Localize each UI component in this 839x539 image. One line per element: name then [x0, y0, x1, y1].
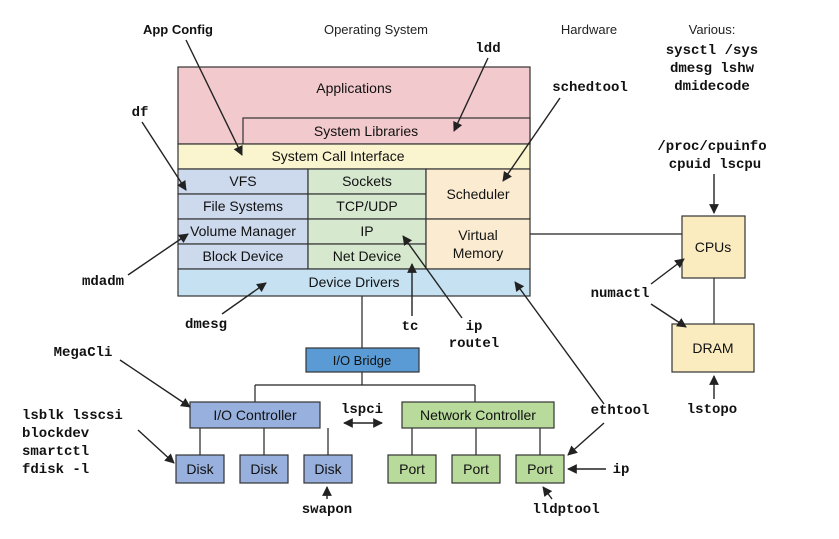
- volume-manager-label: Volume Manager: [190, 223, 296, 239]
- dmesg-label: dmesg: [185, 317, 227, 333]
- dram-label: DRAM: [692, 340, 733, 356]
- various-tools-line-1: sysctl /sys: [666, 43, 758, 59]
- ethtool-label: ethtool: [591, 403, 650, 419]
- swapon-label: swapon: [302, 502, 352, 518]
- port-2-label: Port: [463, 461, 489, 477]
- net-device-label: Net Device: [333, 248, 402, 264]
- port-3-box: [515, 454, 565, 484]
- routel-label: routel: [449, 336, 499, 352]
- io-controller-box: [189, 401, 321, 429]
- disk-1-label: Disk: [186, 461, 214, 477]
- virtual-memory-box: [425, 218, 531, 270]
- tc-label: tc: [402, 319, 419, 335]
- smartctl-label: smartctl: [22, 444, 89, 460]
- schedtool-label: schedtool: [552, 80, 628, 96]
- tcp-udp-label: TCP/UDP: [336, 198, 397, 214]
- disk-3-box: [303, 454, 353, 484]
- megacli-arrow: [119, 359, 191, 408]
- network-controller-label: Network Controller: [420, 407, 536, 423]
- ethtool-vm-arrow: [514, 281, 605, 405]
- dmesg-arrow: [221, 282, 267, 315]
- block-device-box: [177, 243, 309, 270]
- virtual-memory-label-1: Virtual: [458, 227, 497, 243]
- ldd-label: ldd: [475, 41, 500, 57]
- numactl-arrow: [650, 258, 685, 285]
- fdisk-label: fdisk -l: [22, 462, 89, 478]
- cpuid-lscpu-label: cpuid lscpu: [669, 157, 761, 173]
- lldptool-arrow: [542, 486, 553, 500]
- sockets-label: Sockets: [342, 173, 392, 189]
- lldptool-label: lldptool: [532, 502, 599, 518]
- file-systems-label: File Systems: [203, 198, 283, 214]
- scheduler-label: Scheduler: [446, 186, 509, 202]
- various-tools-line-3: dmidecode: [674, 79, 750, 95]
- dram-box: [671, 323, 755, 373]
- numactl-dram-arrow: [650, 303, 687, 328]
- device-drivers-box: [177, 268, 531, 297]
- system-libraries-label: System Libraries: [314, 123, 418, 139]
- df-arrow: [141, 121, 187, 191]
- device-drivers-label: Device Drivers: [308, 274, 399, 290]
- disk-1-box: [175, 454, 225, 484]
- blockdev-label: blockdev: [22, 426, 90, 442]
- mdadm-arrow: [127, 233, 189, 276]
- io-bridge-label: I/O Bridge: [333, 353, 392, 368]
- file-systems-box: [177, 193, 309, 220]
- vfs-label: VFS: [229, 173, 256, 189]
- block-device-label: Block Device: [203, 248, 284, 264]
- virtual-memory-label-2: Memory: [453, 245, 504, 261]
- lstopo-label: lstopo: [687, 402, 737, 418]
- megacli-label: MegaCli: [54, 345, 113, 361]
- ip-label: IP: [360, 223, 373, 239]
- io-controller-label: I/O Controller: [213, 407, 297, 423]
- ip-net-arrow: [402, 235, 463, 319]
- various-tools-line-2: dmesg lshw: [670, 61, 755, 77]
- port-3-label: Port: [527, 461, 553, 477]
- ldd-arrow: [453, 57, 489, 132]
- df-label: df: [132, 105, 149, 121]
- app-config-arrow: [185, 39, 243, 156]
- lsblk-arrow: [137, 429, 175, 464]
- ethtool-arrow: [567, 422, 605, 456]
- hardware-header: Hardware: [561, 22, 617, 37]
- disk-2-box: [239, 454, 289, 484]
- port-2-box: [451, 454, 501, 484]
- applications-label: Applications: [316, 80, 392, 96]
- various-header: Various:: [689, 22, 736, 37]
- system-call-interface-label: System Call Interface: [271, 148, 404, 164]
- port-1-box: [387, 454, 437, 484]
- schedtool-arrow: [502, 97, 561, 182]
- app-config-header: App Config: [143, 22, 213, 37]
- proc-cpuinfo-label: /proc/cpuinfo: [657, 139, 766, 155]
- ip-port-label: ip: [613, 462, 630, 478]
- mdadm-label: mdadm: [82, 274, 124, 290]
- disk-2-label: Disk: [250, 461, 278, 477]
- operating-system-header: Operating System: [324, 22, 428, 37]
- io-bridge-box: [305, 347, 420, 373]
- port-1-label: Port: [399, 461, 425, 477]
- cpus-box: [681, 215, 746, 279]
- net-device-box: [307, 243, 427, 270]
- numactl-label: numactl: [591, 286, 650, 302]
- tcp-udp-box: [307, 193, 427, 220]
- network-controller-box: [401, 401, 555, 429]
- lspci-label: lspci: [341, 402, 383, 418]
- ip-net-label: ip: [466, 319, 483, 335]
- disk-3-label: Disk: [314, 461, 342, 477]
- lsblk-lsscsi-label: lsblk lsscsi: [22, 408, 123, 424]
- cpus-label: CPUs: [695, 239, 732, 255]
